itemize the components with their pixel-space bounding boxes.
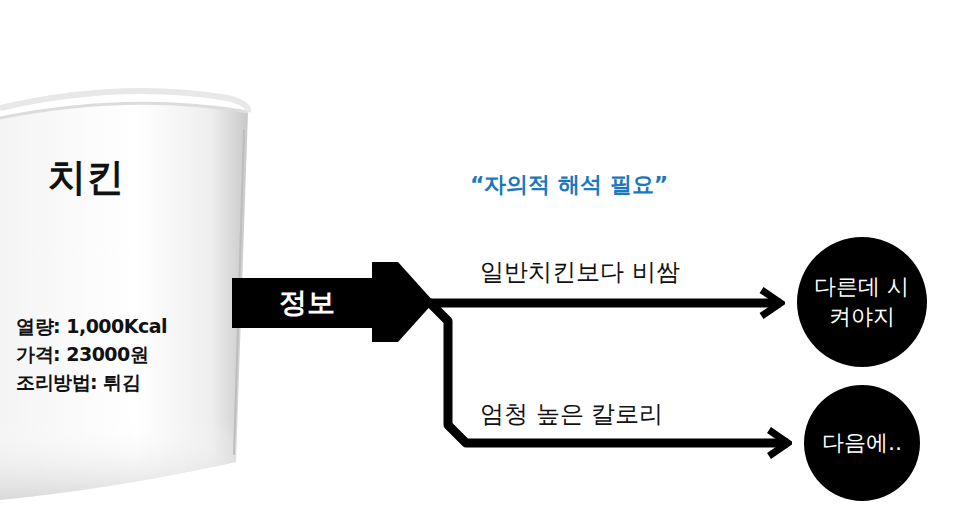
cup-node: 치킨열량: 1,000Kcal가격: 23000원조리방법: 튀김 [0,100,250,470]
node-detail: 가격: 23000원 [16,342,148,368]
node-detail: 열량: 1,000Kcal [16,314,167,340]
node-label: 정보 [279,284,335,322]
result-circle: 다른데 시켜야지 [797,237,928,368]
note-label: “자의적 해석 필요” [470,170,668,200]
result-circle: 다음에.. [804,385,920,501]
branch-arrow [382,299,781,308]
info-band: 정보 [232,278,382,328]
node-label: 다음에.. [822,428,902,458]
cup-illustration [0,91,248,500]
node-title: 치킨 [48,152,123,203]
node-label: 다른데 시켜야지 [814,272,910,331]
node-detail: 조리방법: 튀김 [16,370,140,396]
edge-label: 일반치킨보다 비쌈 [478,256,682,288]
branch-arrow [382,303,788,443]
edge-label: 엄청 높은 칼로리 [478,398,665,430]
